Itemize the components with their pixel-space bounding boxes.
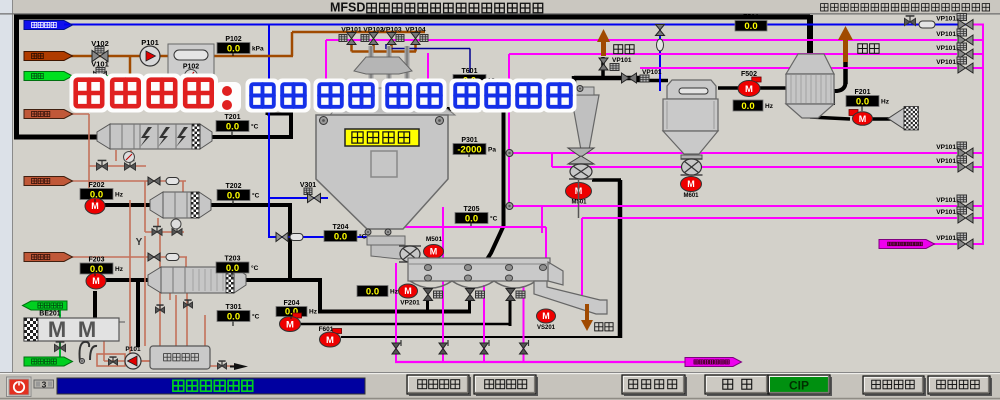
svg-text:M: M xyxy=(326,335,334,346)
svg-text:V101: V101 xyxy=(91,60,109,69)
svg-text:Y: Y xyxy=(136,237,143,248)
svg-text:M: M xyxy=(430,247,438,257)
svg-text:VP101: VP101 xyxy=(642,69,662,76)
svg-text:0.0: 0.0 xyxy=(285,306,298,317)
svg-text:MFSD: MFSD xyxy=(330,1,365,15)
svg-text:°C: °C xyxy=(251,264,259,272)
svg-text:P101: P101 xyxy=(141,38,159,47)
svg-text:VP101: VP101 xyxy=(936,235,956,242)
svg-text:F501: F501 xyxy=(743,14,759,21)
svg-text:M501: M501 xyxy=(426,236,443,243)
svg-text:VP101: VP101 xyxy=(341,27,362,34)
svg-text:VP103: VP103 xyxy=(381,27,402,34)
svg-text:M: M xyxy=(745,84,753,95)
svg-text:VP101: VP101 xyxy=(936,144,956,151)
svg-text:Hz: Hz xyxy=(115,266,124,273)
svg-text:T205: T205 xyxy=(464,206,480,213)
svg-text:Hz: Hz xyxy=(309,309,318,316)
svg-text:VP101: VP101 xyxy=(936,197,956,204)
svg-text:0.0: 0.0 xyxy=(226,263,239,274)
svg-text:M: M xyxy=(92,276,100,286)
svg-text:VP101: VP101 xyxy=(936,31,956,38)
svg-text:0.0: 0.0 xyxy=(227,190,240,201)
svg-text:0.0: 0.0 xyxy=(227,311,240,322)
svg-text:V301: V301 xyxy=(300,182,316,189)
svg-text:°C: °C xyxy=(252,313,260,321)
svg-text:VP101: VP101 xyxy=(936,59,956,66)
svg-text:M: M xyxy=(404,286,412,296)
svg-text:Hz: Hz xyxy=(390,289,399,296)
svg-text:P102: P102 xyxy=(225,36,241,43)
svg-text:M501: M501 xyxy=(571,200,587,206)
svg-text:M: M xyxy=(91,201,99,211)
svg-text:M601: M601 xyxy=(683,193,699,199)
svg-text:BE201: BE201 xyxy=(39,311,61,318)
svg-text:M: M xyxy=(48,317,66,342)
svg-text:F201: F201 xyxy=(855,89,871,96)
svg-text:P301: P301 xyxy=(461,137,477,144)
svg-text:VP101: VP101 xyxy=(936,45,956,52)
svg-text:°C: °C xyxy=(252,192,260,200)
svg-text:F601: F601 xyxy=(319,326,334,333)
svg-text:VS201: VS201 xyxy=(537,325,556,331)
svg-text:VP104: VP104 xyxy=(405,27,426,34)
svg-text:VP101: VP101 xyxy=(936,209,956,216)
svg-text:0.0: 0.0 xyxy=(227,43,240,54)
svg-text:V102: V102 xyxy=(91,39,109,48)
svg-text:Pa: Pa xyxy=(488,147,496,154)
svg-text:0.0: 0.0 xyxy=(90,264,103,275)
svg-text:M: M xyxy=(859,114,867,124)
svg-text:T204: T204 xyxy=(333,224,349,231)
svg-text:VP201: VP201 xyxy=(400,300,420,307)
svg-text:T301: T301 xyxy=(226,304,242,311)
svg-text:M: M xyxy=(286,319,294,330)
svg-text:F203: F203 xyxy=(89,257,105,264)
svg-text:P101: P101 xyxy=(125,346,141,353)
svg-text:T202: T202 xyxy=(226,183,242,190)
svg-text:Hz: Hz xyxy=(115,192,124,199)
svg-text:3: 3 xyxy=(42,380,47,390)
svg-text:F202: F202 xyxy=(89,182,105,189)
svg-text:0.0: 0.0 xyxy=(90,189,103,200)
svg-text:Hz: Hz xyxy=(881,99,890,106)
svg-text:F502: F502 xyxy=(741,71,757,78)
svg-text:VP101: VP101 xyxy=(612,57,632,64)
svg-text:M: M xyxy=(542,311,550,321)
svg-text:T201: T201 xyxy=(225,114,241,121)
svg-text:0.0: 0.0 xyxy=(744,21,757,32)
svg-text:0.0: 0.0 xyxy=(366,286,379,297)
svg-text:P102: P102 xyxy=(183,64,199,71)
svg-text:T601: T601 xyxy=(462,68,478,75)
svg-text:CIP: CIP xyxy=(789,379,809,393)
svg-text:kPa: kPa xyxy=(252,46,264,53)
svg-text:0.0: 0.0 xyxy=(226,121,239,132)
svg-text:VP102: VP102 xyxy=(363,27,384,34)
svg-text:VP101: VP101 xyxy=(936,16,956,23)
svg-text:°C: °C xyxy=(359,233,367,241)
svg-text:M: M xyxy=(687,179,695,189)
svg-text:0.0: 0.0 xyxy=(741,101,754,112)
svg-text:°C: °C xyxy=(490,215,498,223)
svg-text:T203: T203 xyxy=(225,256,241,263)
svg-text:Hz: Hz xyxy=(765,103,774,110)
svg-text:°C: °C xyxy=(251,123,259,131)
svg-text:-2000: -2000 xyxy=(457,144,481,155)
svg-text:VP101: VP101 xyxy=(936,158,956,165)
svg-text:0.0: 0.0 xyxy=(334,231,347,242)
svg-text:0.0: 0.0 xyxy=(856,96,869,107)
svg-text:M: M xyxy=(78,317,96,342)
svg-text:0.0: 0.0 xyxy=(465,213,478,224)
svg-text:F204: F204 xyxy=(284,300,300,307)
